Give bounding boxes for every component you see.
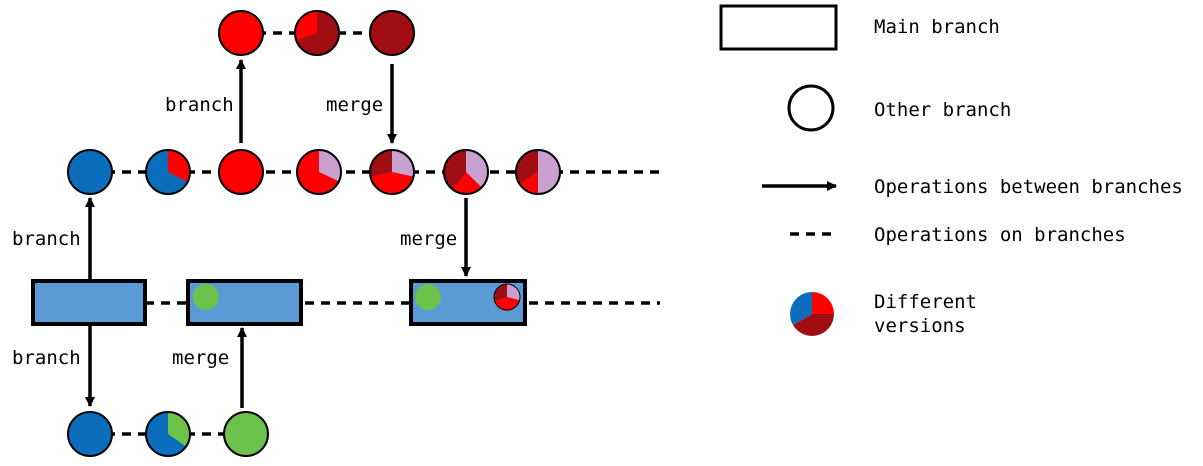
branch-label: branch (165, 94, 234, 116)
mixed-node (296, 149, 342, 195)
main-branch-box-1 (31, 279, 147, 326)
mixed-node (369, 149, 415, 195)
legend-versions-label-line1: Different (874, 291, 977, 313)
arrows (85, 59, 837, 408)
green-node (223, 411, 269, 457)
branch-label: branch (12, 347, 81, 369)
green-version-marker (193, 284, 219, 310)
legend-other-branch-label: Other branch (874, 99, 1011, 121)
blue-node (67, 411, 113, 457)
mixed-node (515, 149, 561, 195)
legend-other-branch-swatch (787, 84, 835, 132)
mixed-node (145, 149, 191, 195)
legend-main-branch-swatch (719, 4, 838, 51)
top-row (218, 10, 415, 56)
bottom-row (67, 411, 269, 457)
mixed-node (443, 149, 489, 195)
merge-label: merge (400, 228, 457, 250)
legend-versions-swatch (790, 292, 834, 336)
red-node (218, 10, 264, 56)
legend: Main branch Other branch Operations betw… (719, 4, 1183, 337)
legend-versions-label-line2: versions (874, 315, 966, 337)
branch-label: branch (12, 228, 81, 250)
green-version-marker (415, 284, 441, 310)
legend-main-branch-label: Main branch (874, 16, 1000, 38)
mixed-node (294, 10, 340, 56)
merge-label: merge (326, 94, 383, 116)
merge-label: merge (172, 347, 229, 369)
legend-ops-between-label: Operations between branches (874, 176, 1183, 198)
main-branch (31, 279, 527, 326)
legend-ops-on-label: Operations on branches (874, 224, 1126, 246)
mixed-version-marker (493, 283, 521, 311)
mixed-node (145, 411, 191, 457)
upper-row (67, 149, 561, 195)
red-node (218, 149, 264, 195)
blue-node (67, 149, 113, 195)
dark-red-node (369, 10, 415, 56)
